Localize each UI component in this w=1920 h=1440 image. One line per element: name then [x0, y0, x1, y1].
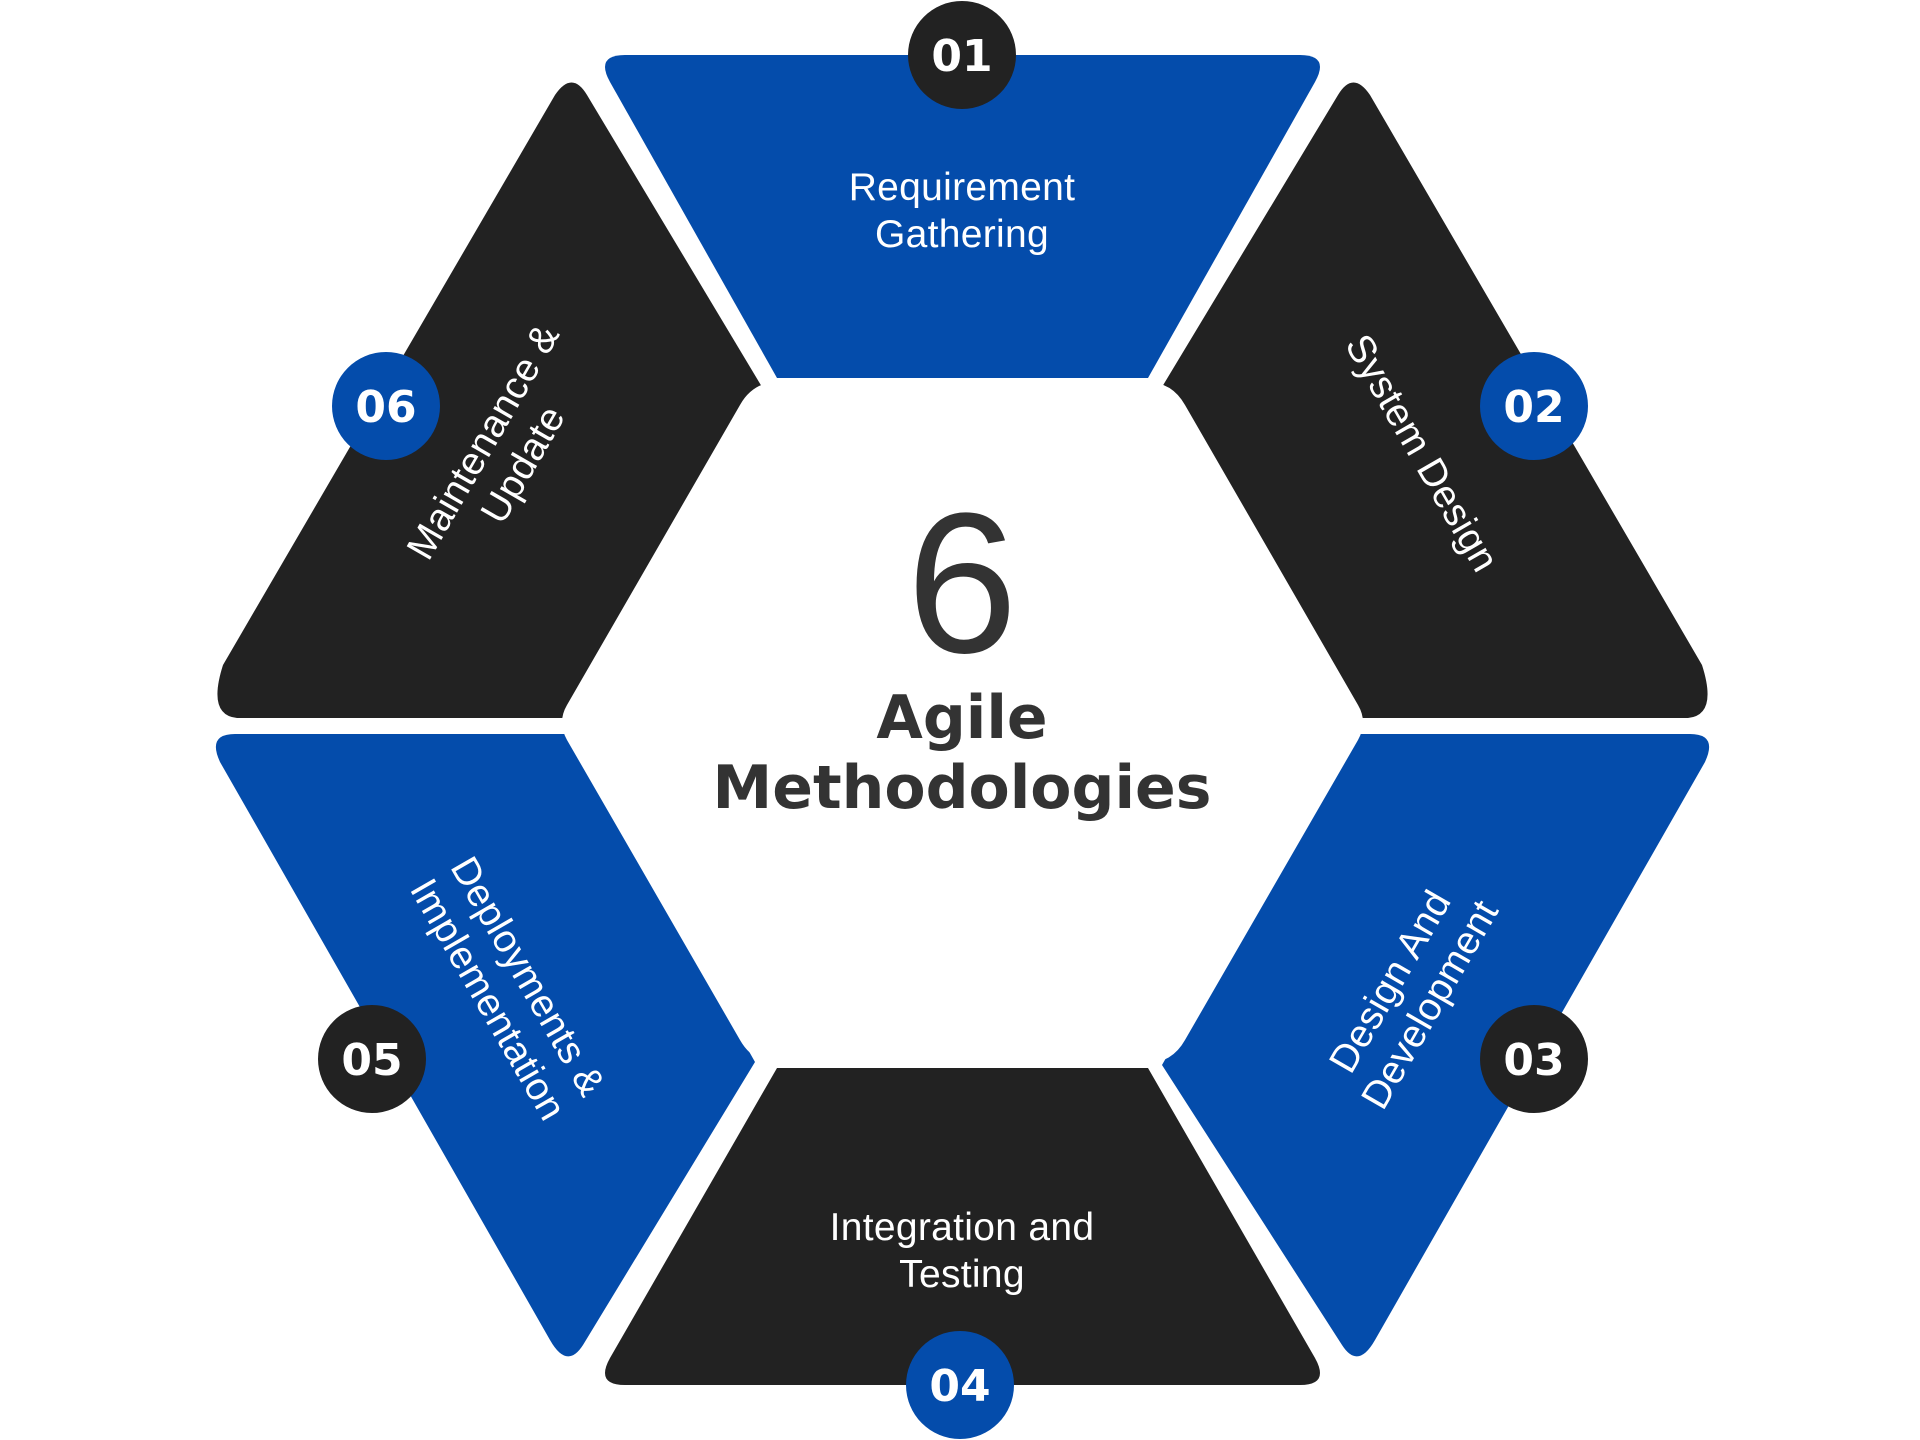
segment-04-label-line2: Testing [899, 1253, 1025, 1296]
segment-05-shape [215, 734, 755, 1357]
center-number: 6 [906, 472, 1017, 695]
center-title-line1: Agile [876, 683, 1047, 753]
segment-04-label: Integration and Testing [830, 1206, 1095, 1296]
segment-01-label: Requirement Gathering [849, 166, 1076, 256]
badge-06-number: 06 [355, 382, 416, 433]
badge-03-circle [1480, 1005, 1588, 1113]
center-hexagon [562, 382, 1363, 1063]
segment-04-shape [605, 1068, 1320, 1385]
badge-05-number: 05 [341, 1035, 402, 1086]
badge-04: 04 [906, 1331, 1014, 1439]
badge-01: 01 [908, 1, 1016, 109]
badge-03-number: 03 [1503, 1035, 1564, 1086]
center-title-line2: Methodologies [713, 753, 1212, 823]
badge-06: 06 [332, 352, 440, 460]
segment-01-label-line2: Gathering [875, 213, 1049, 256]
badge-04-number: 04 [929, 1361, 990, 1412]
badge-01-circle [908, 1, 1016, 109]
segment-03-shape [1162, 734, 1710, 1357]
segment-04-label-line1: Integration and [830, 1206, 1095, 1249]
badge-05: 05 [318, 1005, 426, 1113]
segment-02-shape [1162, 82, 1708, 718]
segment-01-label-line1: Requirement [849, 166, 1076, 209]
badge-02: 02 [1480, 352, 1588, 460]
badge-02-number: 02 [1503, 382, 1564, 433]
segment-01-shape [605, 55, 1320, 378]
badge-05-circle [318, 1005, 426, 1113]
badge-06-circle [332, 352, 440, 460]
badge-01-number: 01 [931, 31, 992, 82]
segment-06-shape [217, 82, 762, 718]
badge-03: 03 [1480, 1005, 1588, 1113]
badge-04-circle [906, 1331, 1014, 1439]
badge-02-circle [1480, 352, 1588, 460]
